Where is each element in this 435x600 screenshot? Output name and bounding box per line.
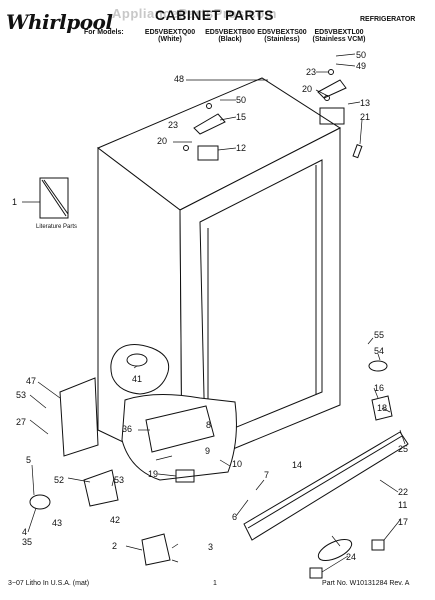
cabinet-front bbox=[179, 127, 341, 471]
callout: 1 bbox=[12, 197, 17, 207]
cap-24 bbox=[309, 567, 323, 579]
model-finish: (White) bbox=[158, 36, 182, 43]
callout: 20 bbox=[157, 136, 167, 146]
model-stainless-vcm: ED5VBEXTL00 (Stainless VCM) bbox=[303, 29, 375, 43]
model-stainless: ED5VBEXTS00 (Stainless) bbox=[252, 29, 312, 43]
grille-left bbox=[59, 377, 99, 457]
callout: 47 bbox=[26, 376, 36, 386]
callout: 17 bbox=[398, 517, 408, 527]
model-finish: (Black) bbox=[218, 36, 242, 43]
callout: 23 bbox=[168, 120, 178, 130]
callout: 41 bbox=[132, 374, 142, 384]
callout: 42 bbox=[110, 515, 120, 525]
callout: 24 bbox=[346, 552, 356, 562]
toe-grille bbox=[243, 431, 409, 541]
callout: 14 bbox=[292, 460, 302, 470]
models-prefix: For Models: bbox=[84, 29, 124, 36]
callout: 55 bbox=[374, 330, 384, 340]
print-info: 3−07 Litho In U.S.A. (mat) bbox=[8, 580, 90, 587]
callout: 12 bbox=[236, 143, 246, 153]
callout: 3 bbox=[208, 542, 213, 552]
product-category: REFRIGERATOR bbox=[360, 16, 416, 23]
page-title: CABINET PARTS bbox=[155, 7, 275, 23]
cross-member bbox=[145, 405, 215, 453]
callout: 27 bbox=[16, 417, 26, 427]
model-black: ED5VBEXTB00 (Black) bbox=[200, 29, 260, 43]
callout: 18 bbox=[377, 403, 387, 413]
hinge-cover-right bbox=[317, 79, 347, 99]
callout: 52 bbox=[54, 475, 64, 485]
callout: 49 bbox=[356, 61, 366, 71]
cam-54 bbox=[368, 360, 388, 372]
callout: 13 bbox=[360, 98, 370, 108]
door-stop bbox=[352, 144, 363, 159]
callout: 15 bbox=[236, 112, 246, 122]
model-code: ED5VBEXTQ00 bbox=[144, 29, 196, 36]
top-hinge-left bbox=[197, 145, 219, 161]
cabinet-opening bbox=[199, 159, 323, 441]
callout: 23 bbox=[306, 67, 316, 77]
cutaway-bottom bbox=[121, 393, 237, 481]
watermark: AppliancePartsPros.com bbox=[112, 6, 277, 21]
callout: 11 bbox=[398, 500, 407, 510]
callout: 7 bbox=[264, 470, 269, 480]
callout: 36 bbox=[122, 424, 132, 434]
callout: 16 bbox=[374, 383, 384, 393]
roller-assembly bbox=[29, 494, 51, 510]
callout: 21 bbox=[360, 112, 370, 122]
callout: 19 bbox=[148, 469, 158, 479]
top-hinge-right bbox=[319, 107, 345, 125]
leveling-bracket bbox=[83, 469, 119, 507]
hinge-cover-left bbox=[193, 113, 226, 135]
callout: 6 bbox=[232, 512, 237, 522]
model-code: ED5VBEXTB00 bbox=[205, 29, 255, 36]
callout: 48 bbox=[174, 74, 184, 84]
bottom-hinge-left bbox=[141, 533, 171, 566]
callout: 50 bbox=[356, 50, 366, 60]
callout: 2 bbox=[112, 541, 117, 551]
whirlpool-logo: Whirlpool bbox=[6, 10, 113, 34]
callout: 9 bbox=[205, 446, 210, 456]
model-code: ED5VBEXTL00 bbox=[314, 29, 364, 36]
literature-label: Literature Parts bbox=[36, 224, 77, 230]
callout: 53 bbox=[16, 390, 26, 400]
model-white: ED5VBEXTQ00 (White) bbox=[135, 29, 205, 43]
cutaway-left bbox=[110, 344, 170, 395]
callout: 22 bbox=[398, 487, 408, 497]
callout: 43 bbox=[52, 518, 62, 528]
model-finish: (Stainless) bbox=[264, 36, 300, 43]
callout: 10 bbox=[232, 459, 242, 469]
cap-17 bbox=[371, 539, 385, 551]
page-number: 1 bbox=[213, 580, 217, 587]
model-code: ED5VBEXTS00 bbox=[257, 29, 307, 36]
callout: 20 bbox=[302, 84, 312, 94]
callout: 25 bbox=[398, 444, 408, 454]
bottom-hinge-right bbox=[371, 395, 393, 421]
callout: 35 bbox=[22, 537, 32, 547]
callout: 53 bbox=[114, 475, 124, 485]
model-finish: (Stainless VCM) bbox=[312, 36, 366, 43]
callout: 50 bbox=[236, 95, 246, 105]
callout: 4 bbox=[22, 527, 27, 537]
callout: 5 bbox=[26, 455, 31, 465]
part-number: Part No. W10131284 Rev. A bbox=[322, 580, 410, 587]
callout: 8 bbox=[206, 420, 211, 430]
callout: 54 bbox=[374, 346, 384, 356]
filter-canister bbox=[317, 538, 353, 562]
